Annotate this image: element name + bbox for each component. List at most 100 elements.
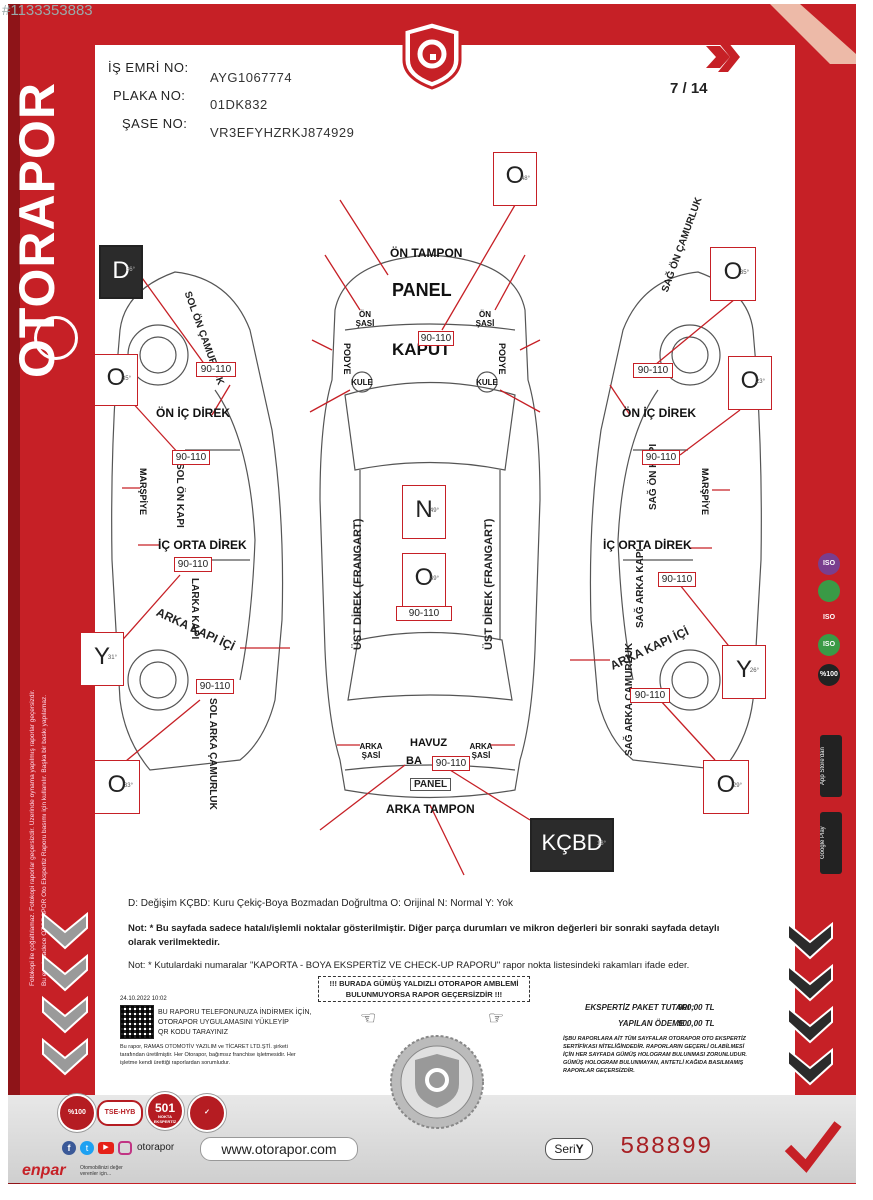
frame-edge [8,4,20,1184]
part-ust-direk-right: ÜST DİREK (FRANGART) [483,518,495,650]
facebook-icon[interactable]: f [62,1141,76,1155]
code-sag-on-camurluk: 90-110 [633,363,673,378]
fee-label: EKSPERTİZ PAKET TUTARI : [585,1003,695,1012]
code-sol-arka-camurluk: 90-110 [196,679,234,694]
iso-mark-4: ISO [818,634,840,656]
work-order-label: İŞ EMRİ NO: [108,60,189,75]
code-sol-on-kapi: 90-110 [172,450,210,465]
watermark-id: #1133353883 [2,2,93,19]
code-sol-on-camurluk: 90-110 [196,362,236,377]
part-kule-left: KULE [351,378,373,387]
badge-100: %100 [58,1094,96,1132]
qr-instructions: BU RAPORU TELEFONUNUZA İNDİRMEK İÇİN, OT… [158,1009,312,1036]
qr-code[interactable] [120,1005,154,1039]
certificate-notice: İŞBU RAPORLARA AİT TÜM SAYFALAR OTORAPOR… [563,1036,747,1074]
part-kule-right: KULE [476,378,498,387]
chassis-label: ŞASE NO: [122,116,188,131]
iso-mark-5: %100 [818,664,840,686]
part-on-sasi-right: ÖN ŞASİ [475,310,495,328]
iso-mark-2 [818,580,840,602]
iso-mark-1: ISO [818,553,840,575]
code-sag-on-kapi: 90-110 [642,450,680,465]
badge-tse: TSE-HYB [97,1100,143,1126]
part-sol-arka-camurluk: SOL ARKA ÇAMURLUK [207,698,218,810]
hologram-notice: !!! BURADA GÜMÜŞ YALDIZLI OTORAPOR AMBLE… [318,976,530,1002]
legend-line: D: Değişim KÇBD: Kuru Çekiç-Boya Bozmada… [128,898,513,909]
hologram-seal-icon [390,1035,484,1129]
part-arka-tampon: ARKA TAMPON [386,802,475,816]
part-havuz: HAVUZ [410,737,448,749]
arrow-mark-icon [706,42,740,72]
paid-value: 900,00 TL [678,1019,715,1028]
badge-501-sub: NOKTA EKSPERTİZ [153,1114,177,1124]
hand-right-icon: ☞ [488,1008,505,1028]
part-on-ic-direk-left: ÖN İÇ DİREK [156,406,231,420]
hand-left-icon: ☜ [360,1008,377,1028]
part-panel-bottom: PANEL [410,778,452,791]
app-store-badge[interactable]: App Store'dan [820,735,842,797]
part-podye-right: PODYE [497,343,507,375]
youtube-icon[interactable]: ▶ [98,1142,114,1154]
plate-label: PLAKA NO: [113,88,186,103]
part-on-sasi-left: ÖN ŞASİ [355,310,375,328]
instagram-icon[interactable] [118,1141,132,1155]
code-sag-arka-camurluk: 90-110 [630,688,670,703]
code-kaput: 90-110 [418,331,454,346]
brand-logo-icon [34,316,78,360]
part-ic-orta-direk-right: İÇ ORTA DİREK [603,538,692,552]
website-link[interactable]: www.otorapor.com [200,1137,358,1161]
checkmark-icon [784,1121,842,1173]
part-on-ic-direk-right: ÖN İÇ DİREK [622,406,697,420]
part-arka-sasi-right: ARKA ŞASİ [469,742,493,760]
iso-mark-3: ISO [818,607,840,629]
social-handle: otorapor [137,1142,175,1153]
company-notice: Bu rapor, RAMAS OTOMOTİV YAZILIM ve TİCA… [120,1044,296,1066]
part-sol-on-kapi: SOL ÖN KAPI [174,463,185,528]
chevrons-left-icon [42,912,88,1076]
work-order-value: AYG1067774 [210,70,293,85]
part-bagaj: BA [406,755,422,767]
otorapor-shield-icon [402,20,462,90]
serial-number: 588899 [620,1134,713,1161]
part-ust-direk-left: ÜST DİREK (FRANGART) [352,518,364,650]
part-podye-left: PODYE [342,343,352,375]
enpar-logo: enpar [22,1162,66,1179]
part-ic-orta-direk-left: İÇ ORTA DİREK [158,538,247,552]
twitter-icon[interactable]: t [80,1141,94,1155]
part-panel-top: PANEL [392,280,452,300]
paid-label: YAPILAN ÖDEME : [618,1019,689,1028]
part-marspiye-left: MARŞPİYE [138,468,148,516]
part-sag-arka-kapi: SAĞ ARKA KAPI [635,548,646,628]
code-bagaj: 90-110 [432,756,470,771]
badge-check-icon: ✓ [188,1094,226,1132]
code-tavan: 90-110 [396,606,452,621]
part-marspiye-right: MARŞPİYE [700,468,710,516]
code-sol-arka-kapi: 90-110 [174,557,212,572]
chevrons-right-icon [787,922,833,1086]
part-arka-sasi-left: ARKA ŞASİ [359,742,383,760]
report-date: 24.10.2022 10:02 [120,996,167,1002]
code-sag-arka-kapi: 90-110 [658,572,696,587]
enpar-slogan: Otomobilinizi değer verenler için... [80,1165,123,1177]
part-on-tampon: ÖN TAMPON [390,246,463,260]
google-play-badge[interactable]: Google Play [820,812,842,874]
corner-stripe [770,4,856,64]
fee-value: 900,00 TL [678,1003,715,1012]
seri-box: SeriY [545,1138,593,1160]
plate-value: 01DK832 [210,97,268,112]
chassis-value: VR3EFYHZRKJ874929 [210,125,355,140]
